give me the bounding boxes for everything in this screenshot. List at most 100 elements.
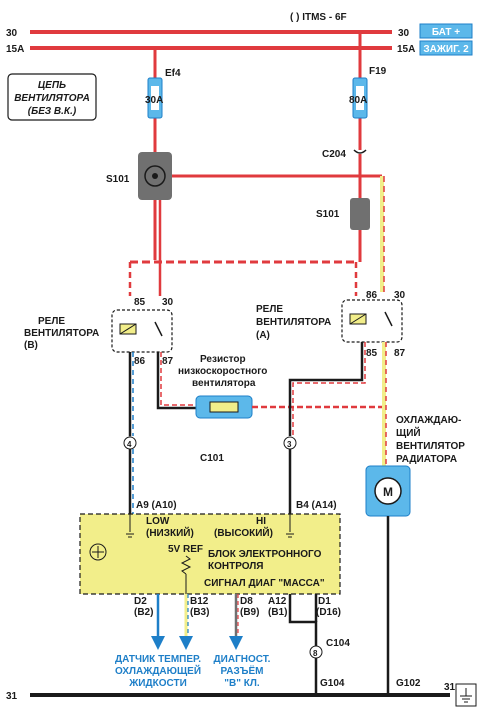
ecu-pin-a12: A12: [268, 596, 287, 607]
rail-31-right-label: 31: [444, 682, 456, 693]
wire-relay-b-87-to-resistor: [156, 352, 196, 410]
relay-a-label-1: РЕЛЕ: [256, 304, 283, 315]
ecu-pin-a9: A9 (A10): [136, 500, 177, 511]
circuit-label-box: ЦЕПЬ ВЕНТИЛЯТОРА (БЕЗ В.К.): [7, 73, 97, 121]
diag-label-2: РАЗЪЁМ: [221, 664, 264, 677]
ecu-low-switch: [126, 514, 134, 538]
pin-8-label: 8: [313, 649, 318, 658]
arrow-diag-connector: [229, 636, 243, 650]
ecu-title-1: БЛОК ЭЛЕКТРОННОГО: [208, 549, 322, 560]
fuse-f19: [352, 77, 368, 119]
wire-relay-a-85-to-ecu-red: [292, 342, 366, 436]
fuse-ef4: [147, 77, 163, 119]
resistor-label-2: низкоскоростного: [178, 366, 267, 377]
temp-sensor-label-2: ОХЛАЖДАЮЩЕЙ: [115, 664, 201, 677]
ground-symbol-icon: [455, 683, 477, 707]
ecu-pin-d8: D8: [240, 596, 253, 607]
ecu-signal-ground: СИГНАЛ ДИАГ "МАССА": [204, 578, 325, 589]
rail-30-left-label: 30: [6, 28, 18, 39]
ecu-title-2: КОНТРОЛЯ: [208, 561, 263, 572]
connector-pin-8: [309, 645, 323, 659]
wire-relay-a-85-to-ecu: [288, 342, 364, 436]
ecu-pin-a12b: (B1): [268, 607, 287, 618]
ecu-5v-ref: 5V REF: [168, 544, 203, 555]
fan-label-2: ЩИЙ: [396, 426, 421, 439]
relay-b-label-3: (В): [24, 340, 38, 351]
relay-a: [341, 299, 403, 343]
ecu-pin-d2: D2: [134, 596, 147, 607]
ecu-pin-d1b: (D16): [316, 607, 341, 618]
s101-right-label: S101: [316, 209, 340, 220]
svg-text:БАТ +: БАТ +: [432, 27, 460, 38]
resistor-label-3: вентилятора: [192, 378, 256, 389]
temp-sensor-label-3: ЖИДКОСТИ: [128, 678, 187, 689]
rail-31-left-label: 31: [6, 691, 18, 702]
ecu-pin-b12: B12: [190, 596, 209, 607]
ecu-low-ru: (НИЗКИЙ): [146, 526, 194, 539]
relay-a-87: 87: [394, 348, 406, 359]
relay-b-label-1: РЕЛЕ: [38, 316, 65, 327]
ecu-hi-switch: [286, 514, 294, 538]
ecu-pin-b4: B4 (A14): [296, 500, 337, 511]
bat-badge: БАТ +: [419, 23, 473, 39]
splice-s101-right: [350, 198, 370, 230]
diagram-header: ( ) ITMS - 6F: [290, 12, 347, 23]
fan-label-3: ВЕНТИЛЯТОР: [396, 441, 465, 452]
relay-b-label-2: ВЕНТИЛЯТОРА: [24, 328, 99, 339]
svg-text:(БЕЗ В.К.): (БЕЗ В.К.): [28, 106, 77, 117]
pin-3-label: 3: [287, 440, 292, 449]
ecu-block: [79, 513, 341, 595]
g104-label: G104: [320, 678, 345, 689]
resistor: [195, 395, 253, 419]
fuse-f19-rating: 80A: [349, 95, 367, 106]
c104-label: C104: [326, 638, 350, 649]
resistor-label-1: Резистор: [200, 354, 246, 365]
ecu-hi: HI: [256, 516, 266, 527]
ecu-pin-d8b: (B9): [240, 607, 259, 618]
ign-badge: ЗАЖИГ. 2: [419, 40, 473, 56]
fan-label-4: РАДИАТОРА: [396, 454, 457, 465]
rail-15a-left-label: 15A: [6, 44, 24, 55]
temp-sensor-label-1: ДАТЧИК ТЕМПЕР.: [115, 654, 201, 665]
fan-motor: M: [365, 465, 411, 517]
g102-label: G102: [396, 678, 421, 689]
relay-b-86: 86: [134, 356, 146, 367]
pin-4-label: 4: [127, 440, 132, 449]
ecu-hi-ru: (ВЫСОКИЙ): [214, 526, 273, 539]
ecu-pin-b12b: (B3): [190, 607, 209, 618]
rail-30-right-label: 30: [398, 28, 410, 39]
relay-a-label-3: (А): [256, 330, 270, 341]
fuse-ef4-name: Ef4: [165, 68, 181, 79]
arrow-temp-sensor: [151, 636, 165, 650]
arrow-temp-sensor-ref: [179, 636, 193, 650]
relay-a-85: 85: [366, 348, 378, 359]
ecu-pin-d1: D1: [318, 596, 331, 607]
relay-b-30: 30: [162, 297, 174, 308]
ecu-5v-resistor: [180, 555, 192, 594]
fan-label-1: ОХЛАЖДАЮ-: [396, 415, 461, 426]
svg-text:ВЕНТИЛЯТОРА: ВЕНТИЛЯТОРА: [14, 93, 90, 104]
c204-connector-symbol: [353, 149, 367, 154]
wire-a12-d1-ground: [288, 594, 318, 694]
diag-label-3: "В" КЛ.: [224, 678, 260, 689]
ecu-pin-d2b: (B2): [134, 607, 153, 618]
fuse-ef4-rating: 30A: [145, 95, 163, 106]
splice-s101-left: [138, 152, 172, 200]
wire-relay-b-87-to-resistor-red: [160, 352, 196, 406]
c204-label: C204: [322, 149, 346, 160]
relay-a-label-2: ВЕНТИЛЯТОРА: [256, 317, 331, 328]
svg-text:ЦЕПЬ: ЦЕПЬ: [38, 80, 66, 91]
relay-b: [111, 309, 173, 353]
svg-text:ЗАЖИГ. 2: ЗАЖИГ. 2: [423, 44, 469, 55]
relay-b-87: 87: [162, 356, 174, 367]
relay-b-85: 85: [134, 297, 146, 308]
relay-a-86: 86: [366, 290, 378, 301]
fuse-f19-name: F19: [369, 66, 387, 77]
c101-label: C101: [200, 453, 224, 464]
diag-label-1: ДИАГНОСТ.: [214, 654, 271, 665]
svg-text:M: M: [383, 485, 393, 499]
s101-left-label: S101: [106, 174, 130, 185]
relay-a-30: 30: [394, 290, 406, 301]
rail-15a-right-label: 15A: [397, 44, 415, 55]
